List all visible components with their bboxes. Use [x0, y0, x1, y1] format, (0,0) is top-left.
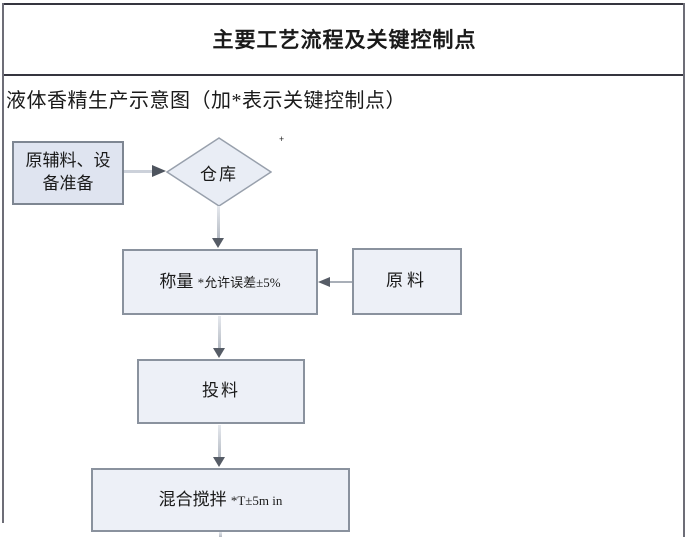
page-title: 主要工艺流程及关键控制点	[212, 27, 477, 52]
flow-node-warehouse-label: 仓库	[200, 164, 238, 184]
flow-node-weigh-note: *允许误差±5%	[197, 274, 281, 290]
flow-node-material-label: 原料	[386, 271, 428, 291]
edge-warehouse-weigh-arrowhead-icon	[212, 238, 224, 248]
table-right-border	[683, 3, 685, 537]
edge-feed-mix-arrowhead-icon	[213, 457, 225, 467]
flow-node-prep: 原辅料、设备准备	[12, 141, 124, 205]
flow-node-mix-label: 混合搅拌	[158, 489, 231, 509]
title-row: 主要工艺流程及关键控制点	[2, 3, 687, 74]
flow-node-weigh-label: 称量	[159, 271, 198, 291]
edge-weigh-feed-arrowhead-icon	[213, 348, 225, 358]
edge-material-weigh-line	[329, 281, 352, 283]
flow-node-mix-note: *T±5m in	[230, 492, 283, 508]
table-top-border	[2, 3, 685, 5]
stray-plus-mark: +	[279, 134, 285, 144]
edge-prep-warehouse-line	[124, 170, 153, 173]
flow-node-mix: 混合搅拌 *T±5m in	[91, 468, 350, 532]
title-separator-line	[2, 74, 685, 76]
flow-node-prep-label: 原辅料、设备准备	[25, 151, 111, 193]
flow-node-weigh: 称量 *允许误差±5%	[122, 249, 318, 315]
flow-node-warehouse: 仓库	[166, 137, 272, 207]
flow-node-feed-label: 投料	[202, 381, 240, 401]
edge-material-weigh-arrowhead-icon	[318, 277, 330, 287]
edge-prep-warehouse-arrowhead-icon	[152, 165, 166, 177]
flow-node-weigh-text: 称量 *允许误差±5%	[159, 271, 280, 294]
table-left-border	[2, 3, 4, 523]
edge-feed-mix-line	[218, 425, 221, 458]
edge-warehouse-weigh-line	[217, 206, 220, 239]
edge-mix-offscreen-line	[219, 532, 222, 537]
flow-node-feed: 投料	[137, 359, 305, 424]
edge-weigh-feed-line	[218, 316, 221, 349]
flow-node-material: 原料	[352, 248, 462, 315]
page-subtitle: 液体香精生产示意图（加*表示关键控制点）	[6, 90, 406, 112]
flow-node-mix-text: 混合搅拌 *T±5m in	[159, 489, 283, 512]
